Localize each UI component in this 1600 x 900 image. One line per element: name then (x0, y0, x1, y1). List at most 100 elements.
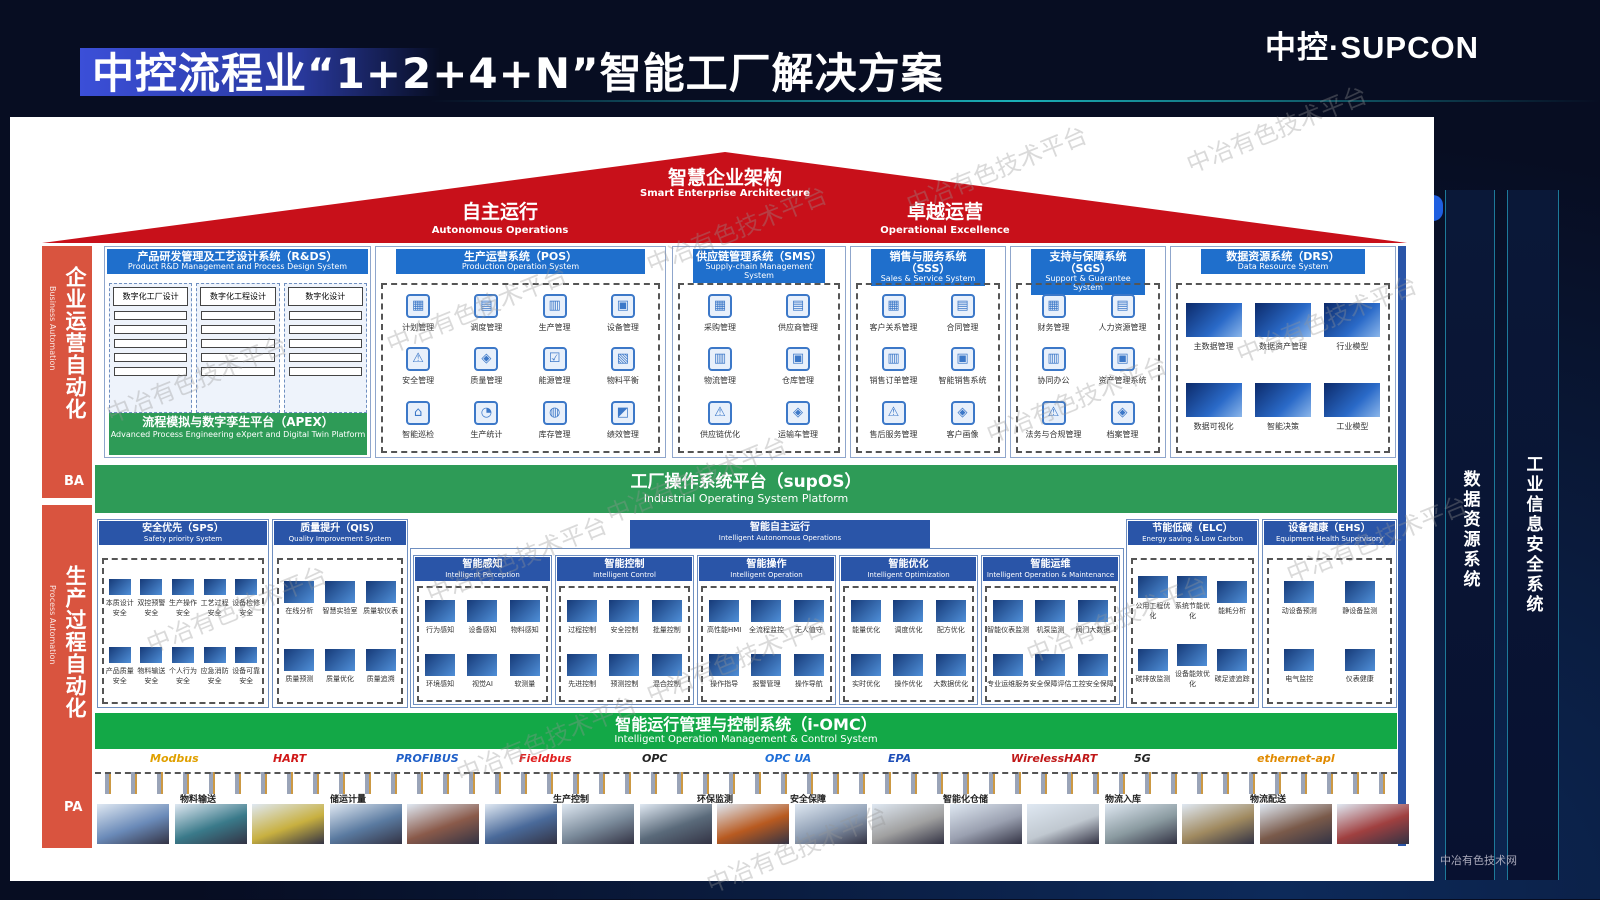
pos-item-icon: ⌂ (406, 400, 431, 425)
pos-item[interactable]: ▤调度管理 (452, 287, 520, 340)
iao-item[interactable]: 物料感知 (504, 590, 546, 644)
pos-item[interactable]: ⌂智能巡检 (384, 394, 452, 447)
sps-item[interactable]: 设备检修安全 (230, 564, 262, 632)
sps-item-label: 双控预警安全 (137, 598, 166, 617)
sss-item[interactable]: ⚠售后服务管理 (859, 394, 928, 447)
pos-item[interactable]: ◩绩效管理 (589, 394, 657, 447)
pos-item[interactable]: ⚠安全管理 (384, 340, 452, 393)
elc-item[interactable]: 能耗分析 (1212, 564, 1252, 632)
elc-item[interactable]: 设备能效优化 (1173, 632, 1213, 700)
sps-item[interactable]: 双控预警安全 (136, 564, 168, 632)
drs-item[interactable]: 行业模型 (1318, 287, 1387, 367)
iao-item[interactable]: 调度优化 (887, 590, 929, 644)
sms-item[interactable]: ◈运输车管理 (759, 394, 837, 447)
sgs-item[interactable]: ◈档案管理 (1088, 394, 1157, 447)
ehs-item[interactable]: 仪表健康 (1330, 632, 1391, 700)
sms-item[interactable]: ▣仓库管理 (759, 340, 837, 393)
sps-item[interactable]: 生产操作安全 (167, 564, 199, 632)
elc-item[interactable]: 碳足迹追踪 (1212, 632, 1252, 700)
iao-item[interactable]: 混合控制 (646, 644, 688, 698)
sgs-item[interactable]: ▤人力资源管理 (1088, 287, 1157, 340)
pos-item[interactable]: ☑能源管理 (521, 340, 589, 393)
qis-item[interactable]: 质量追溯 (360, 632, 401, 700)
iao-item[interactable]: 能量优化 (845, 590, 887, 644)
pos-item[interactable]: ▥生产管理 (521, 287, 589, 340)
iao-item[interactable]: 高性能HMI (703, 590, 745, 644)
sss-item-label: 售后服务管理 (869, 429, 918, 439)
qis-item[interactable]: 质量优化 (320, 632, 361, 700)
sps-item[interactable]: 本质设计安全 (104, 564, 136, 632)
qis-item[interactable]: 质量预测 (279, 632, 320, 700)
qis-item[interactable]: 智慧实验室 (320, 564, 361, 632)
iao-item[interactable]: 安全保障评估 (1029, 644, 1071, 698)
pos-item[interactable]: ▦计划管理 (384, 287, 452, 340)
sps-item[interactable]: 物料输送安全 (136, 632, 168, 700)
iao-item[interactable]: 报警管理 (745, 644, 787, 698)
sgs-item[interactable]: ⚠法务与合规管理 (1019, 394, 1088, 447)
iao-item[interactable]: 操作导航 (788, 644, 830, 698)
iao-item[interactable]: 智能仪表监测 (987, 590, 1029, 644)
sps-item[interactable]: 工艺过程安全 (199, 564, 231, 632)
sps-item[interactable]: 产品质量安全 (104, 632, 136, 700)
iao-item[interactable]: 阀门大数据 (1072, 590, 1114, 644)
ehs-item[interactable]: 静设备监测 (1330, 564, 1391, 632)
iao-item[interactable]: 过程控制 (561, 590, 603, 644)
sss-item[interactable]: ▥销售订单管理 (859, 340, 928, 393)
sms-module: 供应链管理系统（SMS）Supply-chain Management Syst… (672, 246, 846, 458)
sss-item[interactable]: ▤合同管理 (928, 287, 997, 340)
sgs-item[interactable]: ▥协同办公 (1019, 340, 1088, 393)
iao-item[interactable]: 配方优化 (930, 590, 972, 644)
sss-item[interactable]: ◈客户画像 (928, 394, 997, 447)
iao-item[interactable]: 实时优化 (845, 644, 887, 698)
pos-item[interactable]: ◔生产统计 (452, 394, 520, 447)
sss-item[interactable]: ▣智能销售系统 (928, 340, 997, 393)
iao-item[interactable]: 大数据优化 (930, 644, 972, 698)
ehs-item[interactable]: 电气监控 (1269, 632, 1330, 700)
iao-item[interactable]: 操作指导 (703, 644, 745, 698)
elc-item[interactable]: 系统节能优化 (1173, 564, 1213, 632)
iao-item[interactable]: 先进控制 (561, 644, 603, 698)
qis-item[interactable]: 质量软仪表 (360, 564, 401, 632)
iao-item[interactable]: 预测控制 (603, 644, 645, 698)
iao-item[interactable]: 专业运维服务 (987, 644, 1029, 698)
drs-item[interactable]: 智能决策 (1248, 367, 1317, 447)
sps-item[interactable]: 应急消防安全 (199, 632, 231, 700)
iao-item[interactable]: 行为感知 (419, 590, 461, 644)
drs-item[interactable]: 数据资产管理 (1248, 287, 1317, 367)
pa-label: 生产过程自动化 (63, 565, 87, 719)
ehs-item[interactable]: 动设备预测 (1269, 564, 1330, 632)
pos-item[interactable]: ▧物料平衡 (589, 340, 657, 393)
sps-item[interactable]: 个人行为安全 (167, 632, 199, 700)
iao-item[interactable]: 工控安全保障 (1072, 644, 1114, 698)
elc-item[interactable]: 公用工程优化 (1133, 564, 1173, 632)
sms-item[interactable]: ▦采购管理 (681, 287, 759, 340)
sms-item[interactable]: ⚠供应链优化 (681, 394, 759, 447)
iao-item[interactable]: 全流程监控 (745, 590, 787, 644)
drs-image (1324, 382, 1381, 417)
iao-item[interactable]: 设备感知 (461, 590, 503, 644)
iao-item[interactable]: 安全控制 (603, 590, 645, 644)
qis-item[interactable]: 在线分析 (279, 564, 320, 632)
pos-item[interactable]: ▣设备管理 (589, 287, 657, 340)
sgs-item[interactable]: ▦财务管理 (1019, 287, 1088, 340)
sss-item[interactable]: ▦客户关系管理 (859, 287, 928, 340)
sps-item[interactable]: 设备可靠安全 (230, 632, 262, 700)
iao-item[interactable]: 软测量 (504, 644, 546, 698)
pos-item[interactable]: ◈质量管理 (452, 340, 520, 393)
drs-item[interactable]: 主数据管理 (1179, 287, 1248, 367)
iao-item[interactable]: 无人值守 (788, 590, 830, 644)
iao-item[interactable]: 批量控制 (646, 590, 688, 644)
iao-item[interactable]: 视觉AI (461, 644, 503, 698)
pos-item[interactable]: ◍库存管理 (521, 394, 589, 447)
drs-item[interactable]: 工业模型 (1318, 367, 1387, 447)
iao-item[interactable]: 环境感知 (419, 644, 461, 698)
iao-item[interactable]: 操作优化 (887, 644, 929, 698)
scene-photo (1027, 804, 1099, 844)
iao-item[interactable]: 机泵监测 (1029, 590, 1071, 644)
sms-item[interactable]: ▤供应商管理 (759, 287, 837, 340)
drs-title: 数据资源系统（DRS） (1226, 250, 1340, 263)
drs-item[interactable]: 数据可视化 (1179, 367, 1248, 447)
sms-item[interactable]: ▥物流管理 (681, 340, 759, 393)
sgs-item[interactable]: ▣资产管理系统 (1088, 340, 1157, 393)
elc-item[interactable]: 碳排放监测 (1133, 632, 1173, 700)
